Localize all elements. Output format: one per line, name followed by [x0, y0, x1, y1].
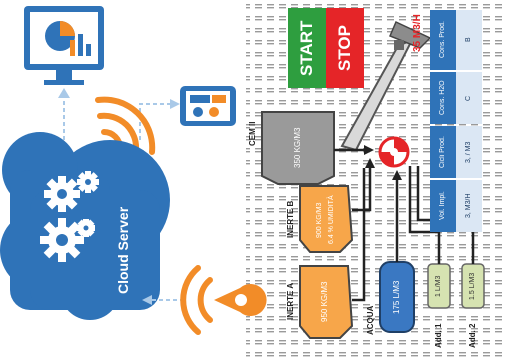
- start-button[interactable]: [288, 8, 326, 88]
- inerte-a-bin: [299, 265, 354, 339]
- start-button-label[interactable]: START: [297, 20, 316, 76]
- production-table: [430, 10, 482, 232]
- inerte-b-moisture: 6.4 % UMIDITÀ: [328, 195, 335, 245]
- water-label: ACQUA: [366, 305, 375, 335]
- arrowhead-up: [58, 88, 70, 98]
- table-header: Cons. Prod.: [439, 21, 446, 59]
- additive-2-label: Add. 2: [468, 323, 477, 349]
- table-header: Vol. Impl.: [439, 191, 446, 221]
- cement-label: CEM II: [248, 121, 257, 147]
- gear-icon: [77, 219, 95, 237]
- arrowhead-left: [142, 295, 152, 305]
- table-header: Cicli Prod.: [439, 136, 446, 168]
- gear-icon: [40, 218, 84, 262]
- table-cell: B: [465, 37, 472, 43]
- table-cell: 3, / M3: [465, 141, 472, 163]
- table-cell: C: [465, 95, 472, 101]
- mixer-icon: [378, 136, 410, 168]
- water-value: 175 L/M3: [392, 280, 401, 314]
- cloud-to-tablet-arrow: [139, 103, 172, 140]
- additive-1-value: 1 L/M3: [435, 275, 442, 297]
- table-header: Cons. H2O: [439, 80, 446, 116]
- cement-silo: [261, 111, 335, 185]
- monitor-icon: [24, 6, 104, 85]
- table-cell: 3, M3/H: [465, 193, 472, 219]
- additive-1-label: Add. 1: [434, 323, 443, 349]
- additive-2-value: 1.5 L/M3: [469, 272, 476, 300]
- cement-value: 350 KG/M3: [293, 127, 302, 169]
- stop-button-label[interactable]: STOP: [335, 25, 354, 71]
- arrowhead-right: [170, 99, 180, 109]
- signal-location-icon: [180, 265, 267, 335]
- cloud-server-label: Cloud Server: [115, 206, 131, 294]
- inerte-b-value: 900 KG/M3: [316, 202, 323, 238]
- flow-rate-label: 35 M3/H: [412, 14, 423, 52]
- inerte-a-value: 950 KG/M3: [320, 281, 329, 323]
- inerte-b-bin: [299, 185, 354, 253]
- gear-icon: [44, 176, 80, 212]
- inerte-b-label: INERTE B: [286, 200, 295, 238]
- stop-button[interactable]: [326, 8, 364, 88]
- conveyor-belt: [340, 20, 432, 152]
- inerte-a-label: INERTE A: [286, 282, 295, 320]
- tablet-icon: [180, 86, 236, 126]
- gear-icon: [77, 171, 99, 193]
